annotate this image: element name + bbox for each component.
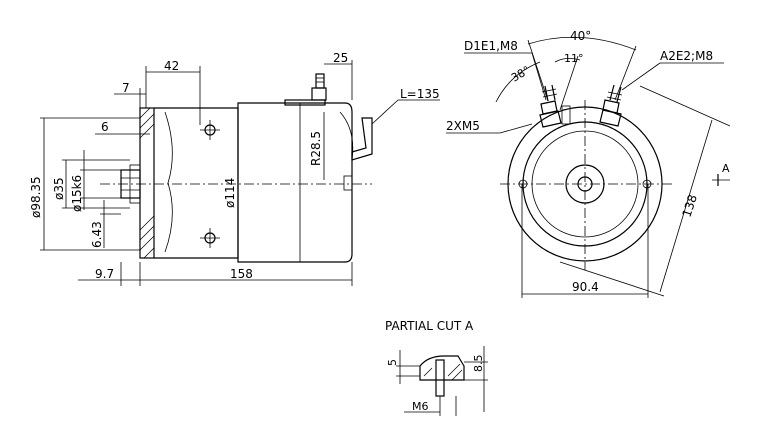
dim-d15-label: ø15k6 <box>70 175 84 212</box>
terminal-d1e1 <box>539 84 562 128</box>
dim-d15: ø15k6 <box>70 150 121 212</box>
bolt-top <box>200 120 220 140</box>
dim-d35-label: ø35 <box>52 177 66 200</box>
arc-11 <box>554 58 581 63</box>
label-a2e2: A2E2;M8 <box>660 49 713 63</box>
flange-hatch <box>139 107 155 259</box>
side-view: 42 7 25 6 ø98.35 ø35 <box>29 51 440 286</box>
bolt-bottom <box>200 228 220 248</box>
lever <box>351 117 373 161</box>
dim-7: 7 <box>114 81 146 108</box>
dim-904-label: 90.4 <box>572 280 599 294</box>
dim-904: 90.4 <box>521 184 649 298</box>
end-view: 40° 11° 38° D1E1,M8 A2E2;M8 2XM5 138 A 9… <box>446 29 731 298</box>
cut-body <box>419 355 465 381</box>
dim-158: 158 <box>139 262 353 286</box>
partial-cut-a: PARTIAL CUT A 5 8.5 M6 <box>385 319 488 416</box>
dim-r285: R28.5 <box>309 112 325 180</box>
dim-6: 6 <box>95 120 150 135</box>
dim-42-label: 42 <box>164 59 179 73</box>
dim-643-label: 6.43 <box>90 221 104 248</box>
terminal-a2e2 <box>599 84 623 127</box>
dim-5-label: 5 <box>386 359 399 366</box>
dim-d114-label: ø114 <box>223 178 237 208</box>
motor-body-rear <box>237 102 353 263</box>
marker-a-label: A <box>722 162 730 175</box>
dim-97-label: 9.7 <box>95 267 114 281</box>
dim-25: 25 <box>324 51 353 100</box>
dim-138: 138 <box>559 85 731 297</box>
terminal-stud <box>284 73 327 106</box>
arc-40 <box>527 36 637 51</box>
dim-42: 42 <box>145 59 201 125</box>
dim-25-label: 25 <box>333 51 348 65</box>
dim-d114: ø114 <box>223 108 239 258</box>
dim-d98-label: ø98.35 <box>29 176 43 218</box>
partial-cut-title: PARTIAL CUT A <box>385 319 474 333</box>
dim-138-label: 138 <box>680 193 700 219</box>
dim-97: 9.7 <box>78 262 140 286</box>
dim-l135-label: L=135 <box>400 87 440 101</box>
angle-11-label: 11° <box>564 52 584 65</box>
dim-d98: ø98.35 <box>29 117 140 251</box>
dim-643: 6.43 <box>90 200 121 248</box>
dim-r285-label: R28.5 <box>309 131 323 166</box>
dim-158-label: 158 <box>230 267 253 281</box>
angle-38-label: 38° <box>509 64 532 85</box>
angle-40-label: 40° <box>570 29 591 43</box>
dim-6-label: 6 <box>101 120 109 134</box>
dim-d35: ø35 <box>52 159 130 209</box>
dim-2xm5-label: 2XM5 <box>446 119 480 133</box>
dim-m6-label: M6 <box>412 400 429 413</box>
dim-7-label: 7 <box>122 81 130 95</box>
flange-outline <box>139 107 155 259</box>
label-d1e1: D1E1,M8 <box>464 39 518 53</box>
marker-a: A <box>712 162 730 186</box>
dim-l135: L=135 <box>371 87 440 125</box>
dim-85-label: 8.5 <box>472 355 485 373</box>
cut-screw <box>435 359 445 397</box>
